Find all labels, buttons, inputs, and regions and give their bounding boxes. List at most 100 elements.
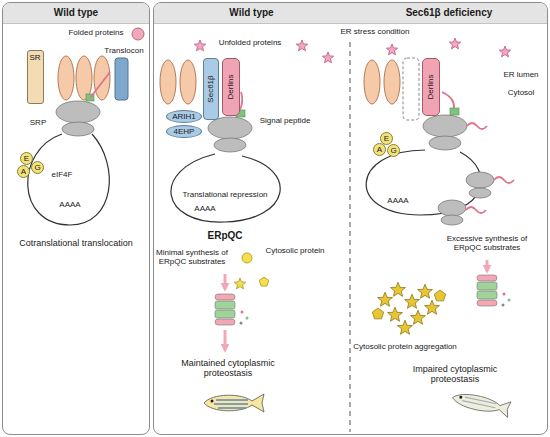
protein-box: Sec61β — [203, 58, 219, 120]
node-text: 4EHP — [174, 128, 195, 136]
cytosolic-protein — [234, 253, 268, 289]
flow-arrow — [224, 274, 227, 289]
node-text: Derlins — [227, 75, 235, 100]
annotation-label: Cytosol — [496, 88, 546, 97]
zebrafish-impaired — [451, 390, 511, 418]
annotation-label: Impaired cytoplasmic proteostasis — [400, 364, 510, 385]
ribosome — [469, 188, 491, 198]
annotation-label: Cotranslational translocation — [6, 238, 146, 248]
annotation-label: Translational repression — [165, 190, 285, 199]
node-text: G — [390, 147, 396, 155]
divider — [350, 42, 351, 432]
flow-arrow — [225, 260, 487, 350]
nascent-chain — [90, 72, 110, 98]
unfolded-protein — [194, 40, 205, 51]
zebrafish-impaired — [451, 390, 511, 418]
panel-heading: Wild type — [154, 8, 349, 18]
ribosome — [56, 101, 100, 123]
node-text: Sec61β — [207, 75, 215, 102]
ribosome — [214, 138, 246, 152]
node-text: E — [384, 135, 389, 143]
signal-peptide — [86, 94, 459, 117]
nascent-chain — [442, 92, 454, 108]
node-text: ARIH1 — [172, 113, 196, 121]
annotation-label: AAAA — [380, 196, 416, 205]
proteasome — [215, 294, 235, 300]
annotation-label: Maintained cytoplasmic proteostasis — [168, 358, 288, 379]
nascent-chain — [467, 123, 487, 129]
ribosome — [429, 136, 461, 150]
node-text: E — [24, 155, 29, 163]
flow-arrow — [224, 330, 227, 350]
annotation-label: Minimal synthesis of ERpQC substrates — [150, 248, 234, 266]
translocon — [115, 58, 128, 100]
protein-aggregate — [378, 292, 393, 306]
node-text: Derlins — [427, 75, 435, 100]
signal-peptide — [450, 108, 459, 115]
subunit-circle: G — [387, 144, 400, 157]
annotation-label: Translocon — [100, 46, 148, 55]
protein-aggregate — [418, 284, 433, 298]
unfolded-protein — [386, 44, 397, 55]
proteasome — [477, 275, 497, 281]
protein-aggregate — [398, 320, 413, 334]
unfolded-protein — [296, 40, 307, 51]
annotation-label: Folded proteins — [64, 28, 128, 37]
ribosome — [423, 115, 467, 137]
cytosolic-protein — [259, 277, 269, 286]
annotation-label: Cytosolic protein — [263, 246, 327, 255]
cytosolic-protein — [234, 278, 245, 289]
missing-sec61b — [403, 58, 419, 120]
peptide-fragment — [246, 317, 249, 320]
membrane-protein — [76, 56, 92, 100]
unfolded-protein — [322, 52, 333, 63]
peptide-fragment — [240, 293, 511, 325]
annotation-label: ERpQC — [195, 230, 255, 242]
annotation-label: ER lumen — [496, 70, 546, 79]
panel-heading: Wild type — [3, 8, 149, 18]
node-text: G — [34, 164, 40, 172]
protein-box: Derlins — [422, 58, 440, 116]
annotation-label: AAAA — [52, 200, 88, 209]
panel-heading: Sec61β deficiency — [351, 8, 547, 18]
proteasome — [215, 275, 497, 325]
mrna — [28, 134, 482, 225]
protein-aggregate — [411, 310, 426, 324]
ribosome — [438, 200, 466, 216]
unfolded-protein — [499, 46, 510, 57]
annotation-label: eIF4F — [44, 170, 80, 179]
protein-aggregate — [391, 282, 406, 296]
protein-oval: ARIH1 — [166, 110, 202, 123]
zebrafish-impaired — [459, 396, 463, 400]
annotation-label: AAAA — [187, 204, 223, 213]
node-text: A — [21, 168, 26, 176]
membrane-protein — [94, 56, 110, 100]
subunit-circle: A — [373, 143, 386, 156]
annotation-label: Signal peptide — [253, 116, 317, 125]
proteasome — [215, 301, 235, 309]
membrane-protein — [364, 60, 380, 104]
unfolded-protein — [194, 38, 510, 63]
nascent-chain — [494, 177, 514, 183]
membrane-protein — [384, 60, 400, 104]
peptide-fragment — [240, 322, 243, 325]
ribosome — [56, 101, 494, 225]
zebrafish — [204, 394, 264, 412]
node-text: A — [377, 146, 382, 154]
protein-aggregate — [372, 282, 445, 334]
zebrafish — [204, 394, 264, 412]
annotation-label: Unfolded proteins — [205, 38, 295, 47]
membrane-protein — [58, 56, 74, 100]
peptide-fragment — [241, 311, 244, 314]
mrna — [28, 134, 110, 225]
nascent-chain — [240, 92, 242, 110]
cytosolic-protein — [242, 253, 252, 263]
membrane-protein — [160, 60, 176, 104]
peptide-fragment — [502, 304, 505, 307]
subunit-circle: G — [31, 161, 44, 174]
ribosome — [208, 117, 252, 139]
subunit-circle: A — [17, 165, 30, 178]
protein-aggregate — [372, 308, 383, 319]
node-text: SR — [29, 54, 40, 62]
annotation-label: ER stress condition — [325, 27, 425, 36]
